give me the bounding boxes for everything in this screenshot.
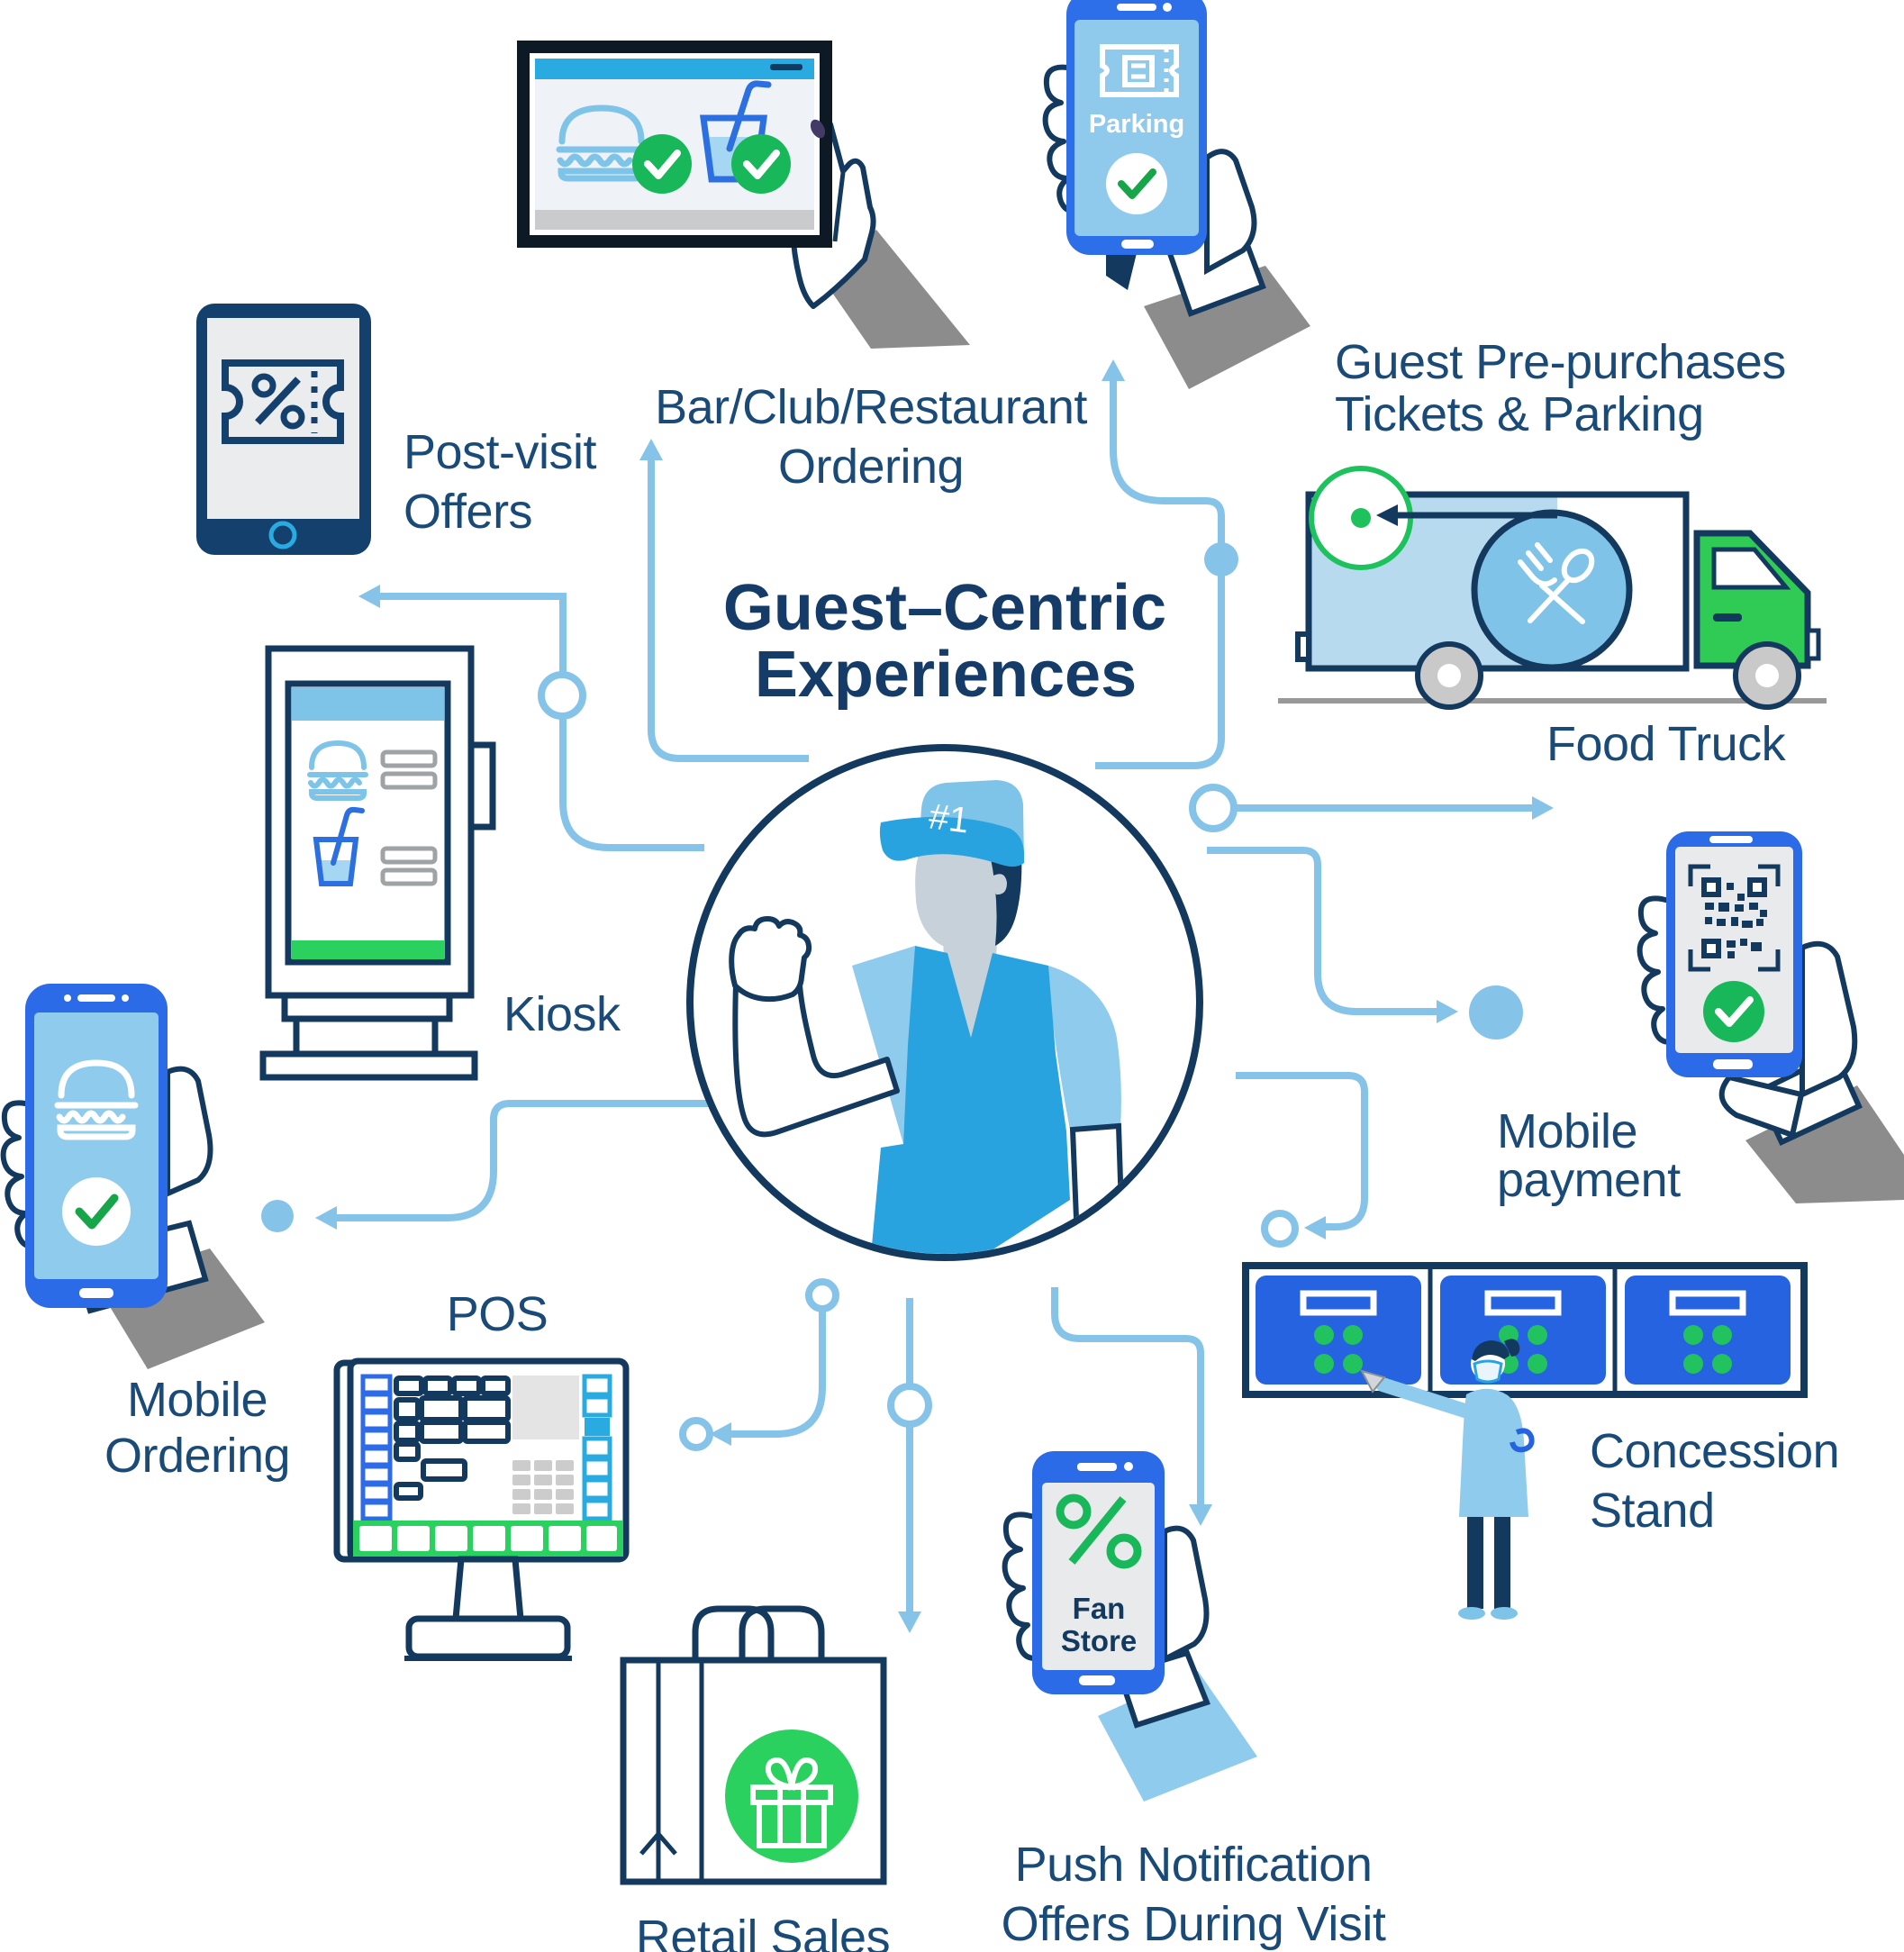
svg-text:payment: payment xyxy=(1497,1153,1681,1207)
svg-text:Stand: Stand xyxy=(1590,1484,1715,1538)
svg-text:Ordering: Ordering xyxy=(778,440,964,494)
svg-text:Fan: Fan xyxy=(1073,1592,1126,1625)
svg-text:Ordering: Ordering xyxy=(104,1429,290,1483)
svg-text:Tickets & Parking: Tickets & Parking xyxy=(1335,387,1704,441)
svg-text:POS: POS xyxy=(447,1287,549,1341)
svg-text:Kiosk: Kiosk xyxy=(503,987,621,1041)
svg-text:#1: #1 xyxy=(927,796,972,840)
svg-text:Push Notification: Push Notification xyxy=(1015,1838,1373,1892)
svg-text:Mobile: Mobile xyxy=(127,1373,267,1427)
svg-text:Offers: Offers xyxy=(403,485,532,539)
svg-text:Food Truck: Food Truck xyxy=(1546,717,1787,771)
svg-text:Parking: Parking xyxy=(1089,110,1184,139)
svg-text:Store: Store xyxy=(1061,1624,1137,1657)
svg-text:Concession: Concession xyxy=(1590,1424,1839,1478)
svg-text:Experiences: Experiences xyxy=(755,639,1137,711)
svg-text:Retail Sales: Retail Sales xyxy=(636,1911,890,1952)
svg-text:Offers During Visit: Offers During Visit xyxy=(1002,1897,1386,1951)
svg-text:Mobile: Mobile xyxy=(1497,1104,1637,1158)
svg-text:Guest–Centric: Guest–Centric xyxy=(723,572,1166,644)
svg-text:Bar/Club/Restaurant: Bar/Club/Restaurant xyxy=(655,380,1087,434)
svg-text:Post-visit: Post-visit xyxy=(403,425,597,479)
svg-text:Guest Pre-purchases: Guest Pre-purchases xyxy=(1335,335,1786,389)
